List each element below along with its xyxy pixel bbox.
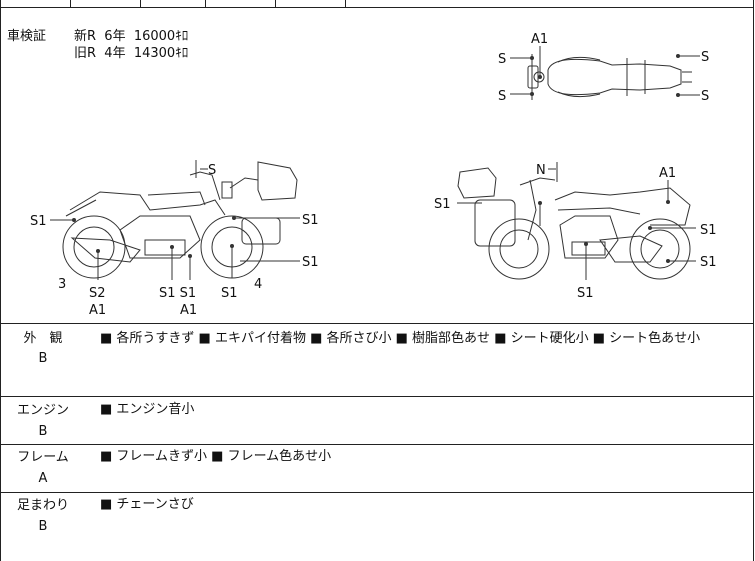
label-s1-rear-box: S1 bbox=[434, 197, 451, 212]
top-cell-divider bbox=[345, 0, 346, 7]
inspection-label: 車検証 bbox=[7, 29, 47, 44]
label-s1-front-lower: S1 bbox=[700, 255, 717, 270]
top-cell-divider bbox=[275, 0, 276, 7]
section-notes-frame: ■ フレームきず小 ■ フレーム色あせ小 bbox=[100, 449, 332, 464]
label-3: 3 bbox=[58, 277, 66, 292]
inspection-old: 旧R 4年 14300ｷﾛ bbox=[74, 46, 189, 61]
label-a1-right-view: A1 bbox=[659, 166, 676, 181]
section-grade-exterior: B bbox=[38, 351, 48, 366]
leader-lines bbox=[50, 46, 700, 280]
section-title-suspension: 足まわり bbox=[16, 498, 69, 513]
inspection-new: 新R 6年 16000ｷﾛ bbox=[74, 29, 189, 44]
label-s1-left-view: S1 bbox=[30, 214, 47, 229]
marker-dots bbox=[72, 54, 680, 263]
label-s1-bottom: S1 bbox=[221, 286, 238, 301]
label-s2: S2 bbox=[89, 286, 106, 301]
label-s1-engine: S1 bbox=[577, 286, 594, 301]
label-a1-top: A1 bbox=[531, 32, 548, 47]
section-title-exterior: 外 観 bbox=[23, 331, 63, 346]
section-title-frame: フレーム bbox=[17, 450, 69, 465]
label-s-top-left: S bbox=[498, 52, 506, 67]
label-s-left-view: S bbox=[208, 163, 216, 178]
right-view-motorcycle bbox=[457, 162, 691, 280]
section-notes-exterior: ■ 各所うすきず ■ エキパイ付着物 ■ 各所さび小 ■ 樹脂部色あせ ■ シー… bbox=[100, 331, 701, 346]
label-s1-s1: S1 S1 bbox=[159, 286, 196, 301]
label-a1-under-s1: A1 bbox=[180, 303, 197, 318]
label-s-top-right: S bbox=[701, 50, 709, 65]
section-title-engine: エンジン bbox=[16, 403, 69, 418]
label-s-bottom-left: S bbox=[498, 89, 506, 104]
section-divider bbox=[0, 492, 754, 493]
section-divider bbox=[0, 444, 754, 445]
label-s1-front-wheel: S1 bbox=[302, 255, 319, 270]
section-notes-engine: ■ エンジン音小 bbox=[100, 402, 195, 417]
section-notes-suspension: ■ チェーンさび bbox=[100, 497, 194, 512]
diagram-divider bbox=[0, 323, 754, 324]
top-cell-divider bbox=[140, 0, 141, 7]
label-s1-right-box: S1 bbox=[302, 213, 319, 228]
damage-diagram: A1 S S S S S S1 S1 S1 3 4 S2 A1 S1 S1 A1… bbox=[30, 32, 717, 318]
top-cell-divider bbox=[70, 0, 71, 7]
top-cell-divider bbox=[205, 0, 206, 7]
top-divider bbox=[0, 7, 754, 8]
section-grade-engine: B bbox=[38, 424, 48, 439]
section-grade-suspension: B bbox=[38, 519, 48, 534]
label-s1-front-upper: S1 bbox=[700, 223, 717, 238]
label-4: 4 bbox=[254, 277, 262, 292]
top-view-motorcycle bbox=[527, 54, 692, 100]
section-grade-frame: A bbox=[38, 471, 48, 486]
label-s-bottom-right: S bbox=[701, 89, 709, 104]
section-divider bbox=[0, 396, 754, 397]
label-a1-under-s2: A1 bbox=[89, 303, 106, 318]
label-n: N bbox=[536, 163, 546, 178]
